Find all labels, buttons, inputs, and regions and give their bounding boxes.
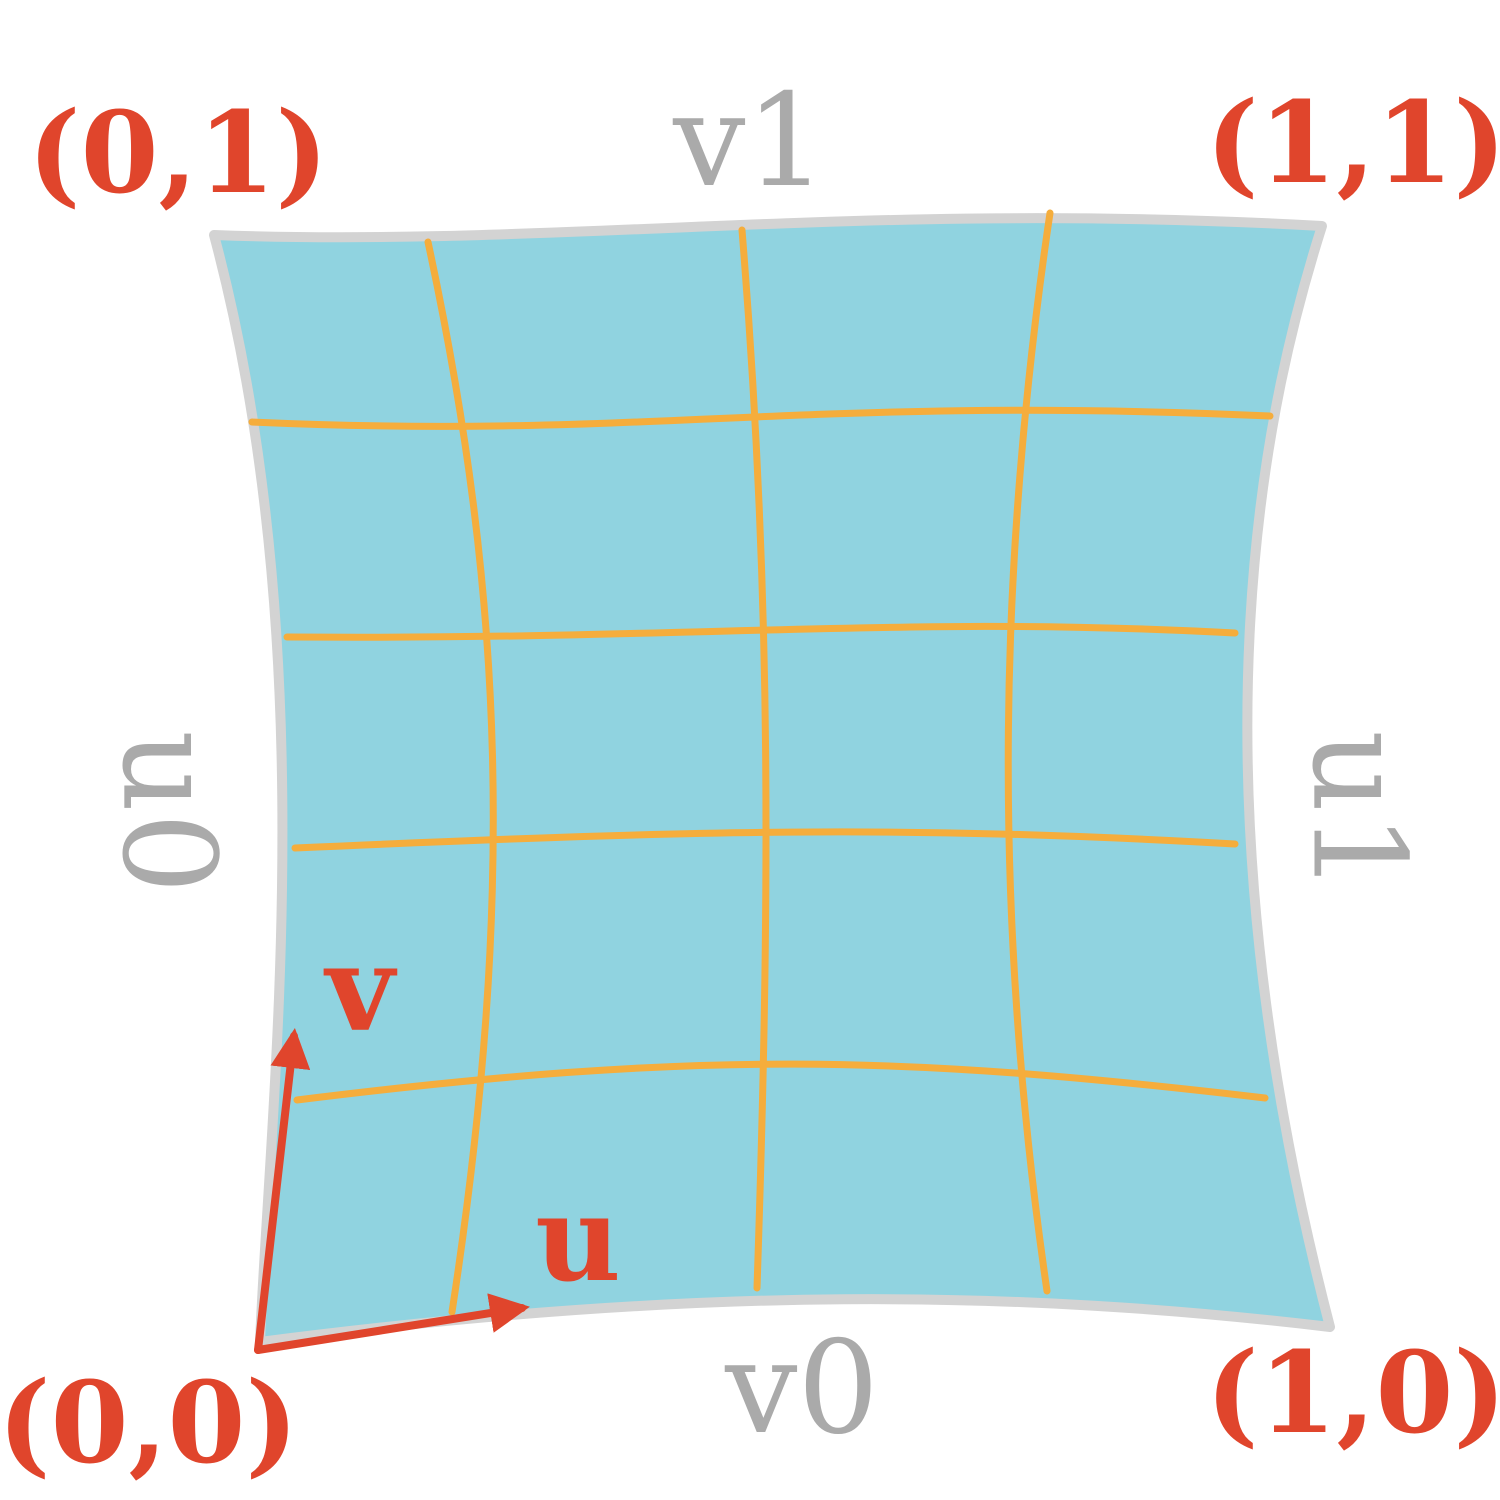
corner-label-origin: (0,0) xyxy=(0,1358,298,1489)
corner-label-u-end: (1,0) xyxy=(1206,1328,1500,1459)
grid-curve-u-2 xyxy=(738,226,770,1292)
corner-label-v-end: (0,1) xyxy=(28,88,329,219)
u-direction-arrow xyxy=(254,1293,530,1354)
edge-label-top: v1 xyxy=(672,67,827,216)
edge-label-bottom: v0 xyxy=(724,1314,879,1463)
parameter-axes xyxy=(254,1028,530,1354)
edge-label-right: u1 xyxy=(1284,730,1433,894)
grid-curve-v-3 xyxy=(291,828,1239,852)
grid-curve-v-4 xyxy=(293,1060,1269,1104)
vertical-grid-curves xyxy=(424,209,1054,1316)
v-axis-label: v xyxy=(323,919,398,1058)
u-axis-label: u xyxy=(535,1169,621,1308)
surface-patch xyxy=(209,213,1335,1347)
corner-label-far: (1,1) xyxy=(1206,78,1500,209)
grid-curve-u-3 xyxy=(1004,209,1054,1295)
grid-curve-v-1 xyxy=(248,406,1274,430)
grid-curve-v-2 xyxy=(283,622,1239,641)
horizontal-grid-curves xyxy=(248,406,1274,1104)
v-direction-arrow xyxy=(254,1028,311,1354)
grid-curve-u-1 xyxy=(424,238,497,1316)
edge-label-left: u0 xyxy=(94,730,243,894)
